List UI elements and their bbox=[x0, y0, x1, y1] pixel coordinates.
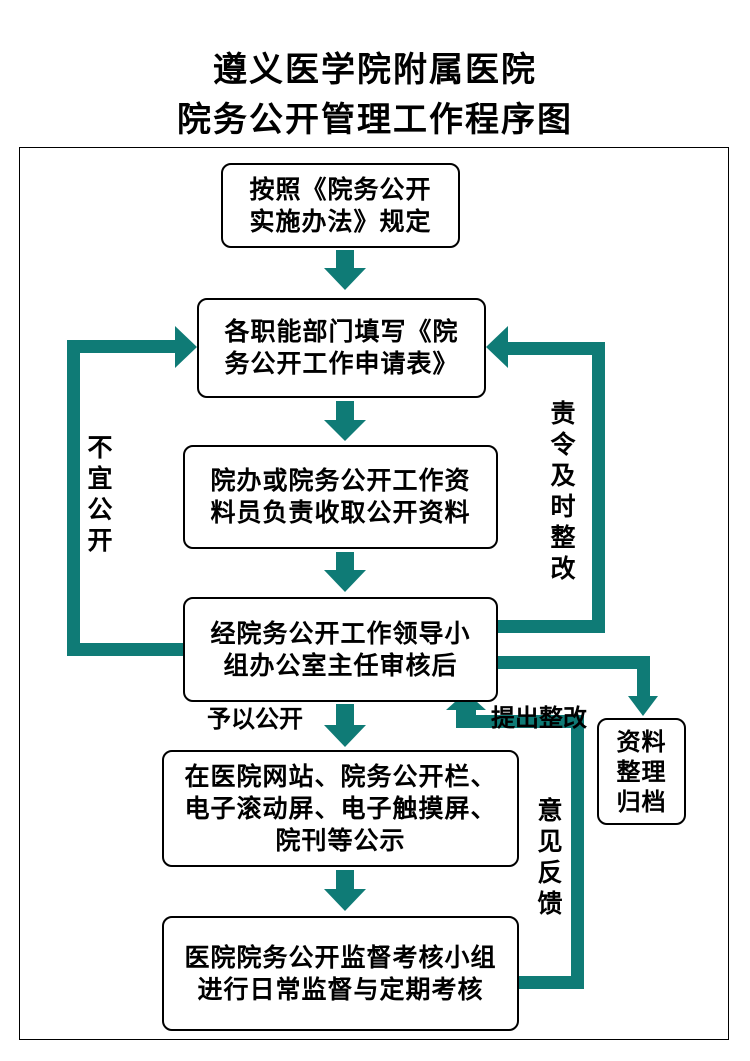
arrow-b1-b2 bbox=[324, 250, 366, 290]
step-archive-line1: 资料 bbox=[616, 726, 667, 756]
step-supervise-line1: 医院院务公开监督考核小组 bbox=[184, 942, 497, 972]
arrow-b4-b5 bbox=[324, 704, 366, 747]
arrow-b5-b6 bbox=[324, 870, 366, 911]
step-application-box: 各职能部门填写《院 务公开工作申请表》 bbox=[197, 298, 486, 398]
step-publish-box: 在医院网站、院务公开栏、 电子滚动屏、电子触摸屏、 院刊等公示 bbox=[162, 750, 519, 867]
step-publish-line3: 院刊等公示 bbox=[275, 825, 406, 855]
page-title-line1: 遵义医学院附属医院 bbox=[213, 50, 537, 90]
step-regulation-line2: 实施办法》规定 bbox=[249, 206, 432, 236]
step-review-line1: 经院务公开工作领导小 bbox=[210, 618, 471, 648]
arrow-archive bbox=[496, 656, 658, 716]
label-propose-rectify: 提出整改 bbox=[491, 703, 587, 732]
step-publish-line1: 在医院网站、院务公开栏、 bbox=[184, 761, 497, 791]
step-collect-line1: 院办或院务公开工作资 bbox=[210, 466, 471, 495]
step-regulation-line1: 按照《院务公开 bbox=[249, 174, 432, 204]
step-collect-line2: 料员负责收取公开资料 bbox=[210, 498, 471, 527]
step-application-line1: 各职能部门填写《院 bbox=[224, 317, 459, 346]
arrow-b2-b3 bbox=[324, 401, 366, 441]
page-title-line2: 院务公开管理工作程序图 bbox=[177, 100, 573, 140]
step-supervise-line2: 进行日常监督与定期考核 bbox=[197, 974, 484, 1004]
step-review-box: 经院务公开工作领导小 组办公室主任审核后 bbox=[183, 597, 498, 702]
label-make-public: 予以公开 bbox=[207, 704, 303, 733]
arrow-b3-b4 bbox=[324, 552, 366, 592]
label-feedback: 意见反馈 bbox=[537, 796, 563, 918]
step-archive-line3: 归档 bbox=[616, 786, 667, 816]
diagram-frame bbox=[19, 147, 729, 1040]
step-archive-box: 资料 整理 归档 bbox=[597, 718, 686, 825]
step-application-line2: 务公开工作申请表》 bbox=[224, 349, 459, 378]
label-rectify-in-time: 责令及时整改 bbox=[550, 399, 576, 583]
arrow-not-public-loop bbox=[67, 326, 197, 656]
step-publish-line2: 电子滚动屏、电子触摸屏、 bbox=[184, 793, 497, 823]
step-collect-box: 院办或院务公开工作资 料员负责收取公开资料 bbox=[183, 445, 498, 549]
step-regulation-box: 按照《院务公开 实施办法》规定 bbox=[221, 163, 460, 248]
step-archive-line2: 整理 bbox=[616, 756, 667, 786]
step-supervise-box: 医院院务公开监督考核小组 进行日常监督与定期考核 bbox=[162, 916, 519, 1031]
step-review-line2: 组办公室主任审核后 bbox=[223, 650, 458, 680]
arrow-feedback-loop bbox=[446, 692, 584, 989]
arrow-rectify-loop bbox=[486, 326, 605, 633]
label-not-public: 不宜公开 bbox=[87, 433, 113, 555]
